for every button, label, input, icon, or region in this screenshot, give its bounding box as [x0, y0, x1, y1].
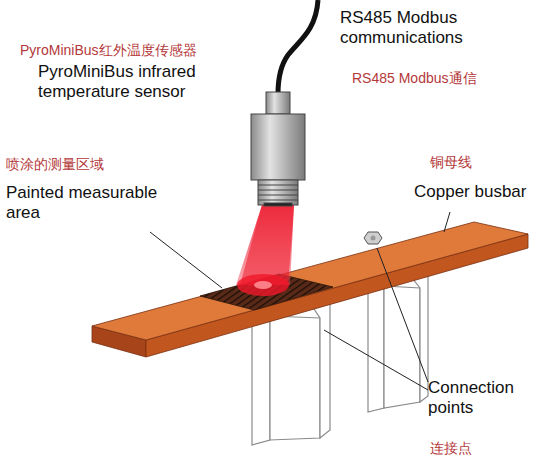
label-zh: PyroMiniBus红外温度传感器 — [20, 42, 260, 59]
painted-area — [200, 274, 333, 310]
infrared-sensor — [251, 92, 305, 206]
measure-spot — [237, 274, 289, 296]
label-zh: 连接点 — [430, 440, 530, 457]
label-zh: 喷涂的测量区域 — [6, 156, 166, 173]
label-zh: RS485 Modbus通信 — [352, 70, 542, 87]
label-en: Painted measurable area — [6, 183, 191, 224]
copper-busbar — [92, 222, 528, 357]
connection-bolt — [364, 232, 382, 244]
measure-spot — [254, 281, 272, 289]
label-zh: 铜母线 — [430, 154, 530, 171]
infrared-beam — [240, 205, 294, 285]
infrared-beam — [236, 205, 294, 285]
label-en: RS485 Modbus communications — [340, 8, 510, 49]
label-en: PyroMiniBus infrared temperature sensor — [38, 62, 248, 103]
label-en: Connection points — [428, 378, 543, 419]
leader-lines — [150, 212, 450, 390]
sensor-cable — [278, 0, 318, 94]
label-en: Copper busbar — [414, 182, 554, 202]
